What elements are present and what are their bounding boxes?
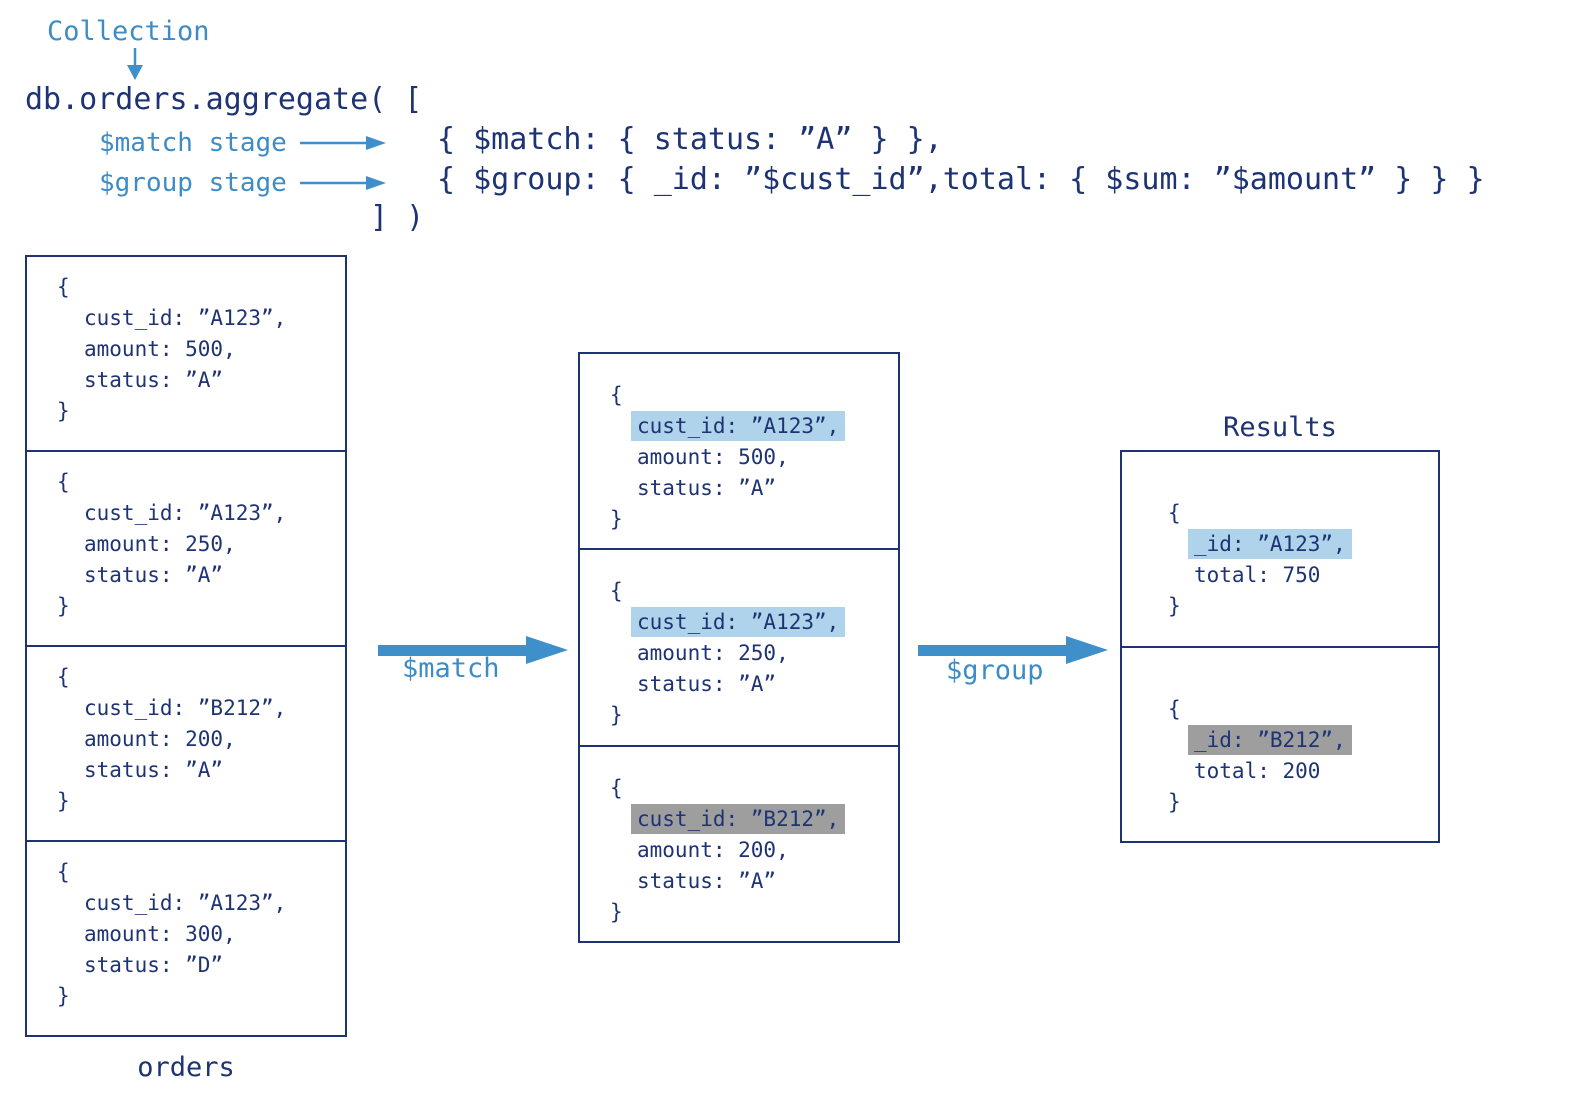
doc-line: } (57, 789, 70, 813)
doc-line: cust_id: ”B212”, (84, 696, 287, 720)
match-stage-arrow-icon (300, 136, 386, 150)
doc-line: amount: 200, (84, 727, 236, 751)
doc-line: } (610, 703, 623, 728)
doc-line: _id: ”B212”, (1122, 724, 1438, 756)
doc-line: { (1168, 696, 1181, 721)
doc-line: } (1168, 594, 1181, 618)
document-cell: { _id: ”A123”, total: 750} (1122, 452, 1438, 646)
document-cell: { cust_id: ”B212”, amount: 200, status: ”A”… (580, 744, 898, 941)
doc-line: status: ”A” (637, 672, 777, 697)
doc-line: } (57, 984, 70, 1008)
doc-line: amount: 500, (637, 445, 789, 469)
doc-line: cust_id: ”A123”, (580, 411, 898, 442)
match-pipeline-arrow-icon (378, 636, 568, 664)
matched-documents-box: { cust_id: ”A123”, amount: 500, status: ”A”… (578, 352, 900, 943)
doc-line: total: 750 (1194, 563, 1321, 587)
doc-line: status: ”D” (84, 953, 224, 977)
document-cell: { cust_id: ”A123”, amount: 500, status: ”A”… (580, 354, 898, 548)
document: { cust_id: ”A123”, amount: 300, status: ”D”… (27, 842, 345, 1012)
results-title: Results (1223, 412, 1337, 443)
doc-line: { (57, 470, 70, 494)
doc-line: cust_id: ”A123”, (580, 607, 898, 638)
document: { cust_id: ”A123”, amount: 500, status: ”A”… (27, 257, 345, 427)
match-arrow-label: $match (402, 653, 500, 684)
doc-line: } (57, 399, 70, 423)
group-stage-arrow-icon (300, 176, 386, 190)
doc-line: cust_id: ”B212”, (580, 803, 898, 835)
doc-line: amount: 200, (637, 837, 789, 862)
doc-line: status: ”A” (84, 563, 224, 587)
doc-line: amount: 250, (637, 641, 789, 666)
doc-line: amount: 250, (84, 532, 236, 556)
group-stage-label: $group stage (99, 168, 287, 198)
doc-line: status: ”A” (84, 758, 224, 782)
doc-line: cust_id: ”A123”, (84, 501, 287, 525)
doc-line: } (57, 594, 70, 618)
doc-line: } (610, 507, 623, 531)
doc-line: status: ”A” (637, 868, 777, 893)
doc-line: { (57, 860, 70, 884)
doc-line: } (1168, 789, 1181, 814)
highlighted-field: _id: ”A123”, (1188, 529, 1352, 559)
orders-box-label: orders (137, 1052, 235, 1083)
orders-collection-box: { cust_id: ”A123”, amount: 500, status: ”A”… (25, 255, 347, 1037)
doc-line: status: ”A” (84, 368, 224, 392)
doc-line: amount: 300, (84, 922, 236, 946)
document: { cust_id: ”B212”, amount: 200, status: ”A”… (580, 747, 898, 928)
document-cell: { cust_id: ”A123”, amount: 250, status: ”A”… (27, 450, 345, 645)
doc-line: { (1168, 501, 1181, 525)
highlighted-field: cust_id: ”A123”, (631, 411, 846, 441)
document: { cust_id: ”A123”, amount: 250, status: ”A”… (580, 550, 898, 731)
document: { cust_id: ”B212”, amount: 200, status: ”A”… (27, 647, 345, 817)
doc-line: cust_id: ”A123”, (84, 306, 287, 330)
document-cell: { _id: ”B212”, total: 200} (1122, 645, 1438, 842)
document-cell: { cust_id: ”A123”, amount: 250, status: ”A”… (580, 548, 898, 744)
doc-line: _id: ”A123”, (1122, 529, 1438, 560)
group-pipeline-arrow-icon (918, 636, 1108, 664)
group-code-line: { $group: { _id: ”$cust_id”,total: { $su… (437, 162, 1485, 197)
doc-line: status: ”A” (637, 476, 777, 500)
highlighted-field: _id: ”B212”, (1188, 724, 1352, 755)
collection-label: Collection (47, 16, 210, 47)
document-cell: { cust_id: ”A123”, amount: 300, status: ”D”… (27, 840, 345, 1035)
doc-line: { (57, 665, 70, 689)
match-code-line: { $match: { status: ”A” } }, (437, 122, 943, 157)
group-arrow-label: $group (946, 655, 1044, 686)
results-box: { _id: ”A123”, total: 750} { _id: ”B212”, tot… (1120, 450, 1440, 843)
doc-line: { (57, 275, 70, 299)
highlighted-field: cust_id: ”B212”, (631, 803, 846, 834)
doc-line: { (610, 383, 623, 407)
document-cell: { cust_id: ”A123”, amount: 500, status: ”A”… (27, 257, 345, 450)
document: { cust_id: ”A123”, amount: 500, status: ”A”… (580, 354, 898, 535)
aggregate-code-line: db.orders.aggregate( [ (25, 82, 423, 117)
document: { _id: ”A123”, total: 750} (1122, 452, 1438, 622)
doc-line: amount: 500, (84, 337, 236, 361)
doc-line: { (610, 775, 623, 800)
doc-line: total: 200 (1194, 758, 1321, 783)
match-stage-label: $match stage (99, 128, 287, 158)
document: { _id: ”B212”, total: 200} (1122, 648, 1438, 818)
collection-pointer-arrow-icon (127, 48, 143, 80)
document: { cust_id: ”A123”, amount: 250, status: ”A”… (27, 452, 345, 622)
highlighted-field: cust_id: ”A123”, (631, 607, 846, 638)
doc-line: } (610, 899, 623, 924)
document-cell: { cust_id: ”B212”, amount: 200, status: ”A”… (27, 645, 345, 840)
closing-bracket-line: ] ) (370, 200, 425, 235)
doc-line: { (610, 579, 623, 604)
doc-line: cust_id: ”A123”, (84, 891, 287, 915)
